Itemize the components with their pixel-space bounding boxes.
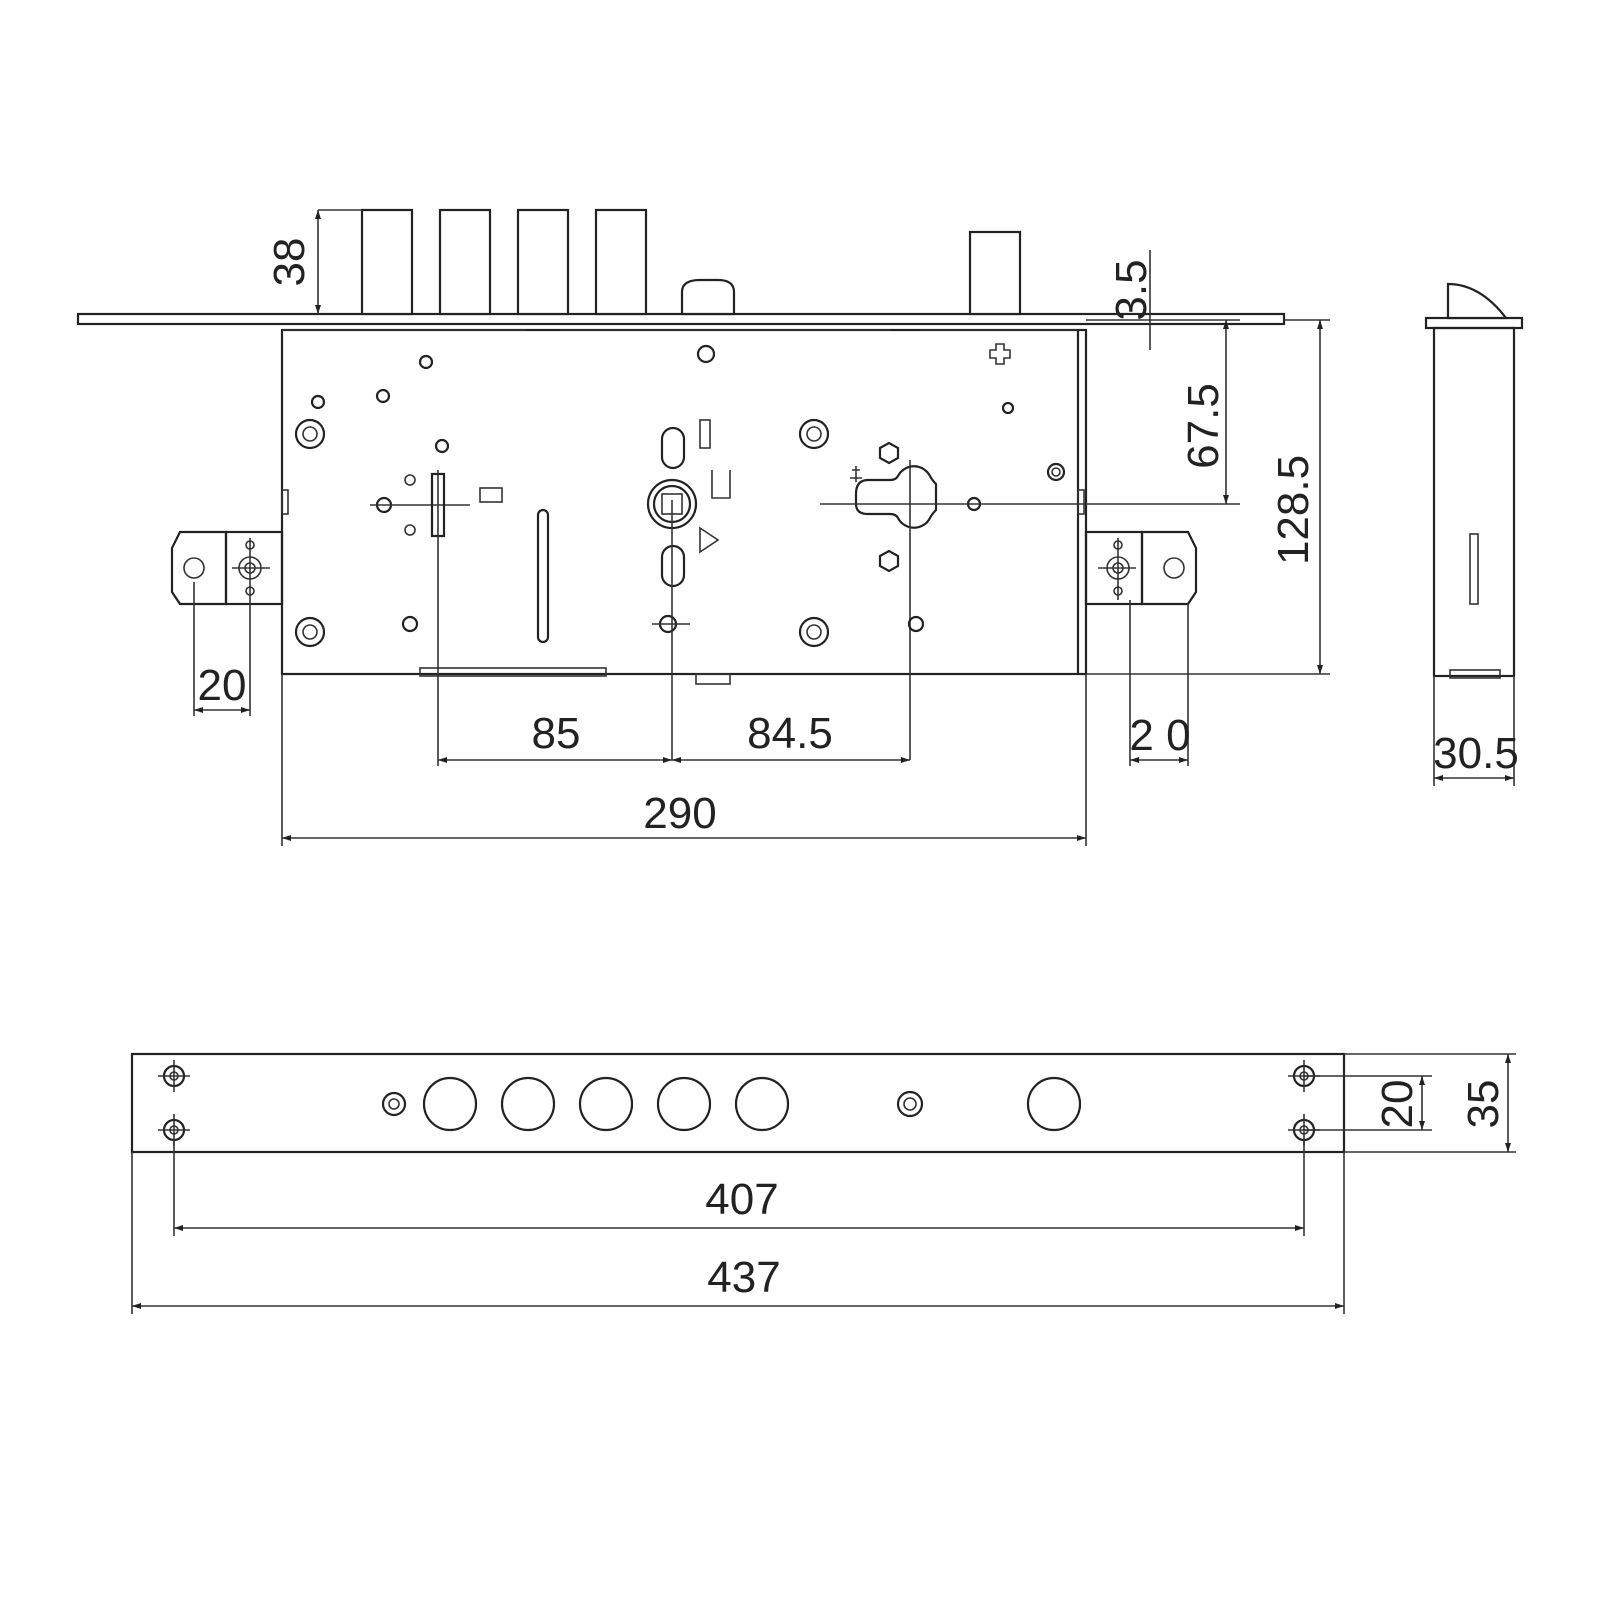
dim-spindle-to-edge: 67.5 [960,319,1240,505]
dim-407-label: 407 [705,1175,778,1224]
faceplate-view: 20 35 407 437 [130,1052,1516,1314]
dim-20-vertical-label: 20 [1373,1080,1422,1129]
dim-84-5-label: 84.5 [747,709,833,758]
dim-38-label: 38 [265,238,314,287]
bolts [360,208,1022,316]
dim-bolt-projection: 38 [265,209,362,314]
right-tab [1084,530,1198,606]
dim-left-20-label: 20 [198,661,247,710]
dim-faceplate-thickness: 3.5 [1107,250,1156,350]
side-view: 30.5 [1424,282,1524,786]
faceplate-holes [158,1060,1320,1146]
dim-35-label: 35 [1459,1080,1508,1129]
faceplate [130,1052,1346,1154]
case-details [294,343,1066,760]
dim-85-label: 85 [532,709,581,758]
dim-right-20-label: 2 0 [1129,711,1190,760]
front-view: 38 3.5 67.5 128.5 20 [76,208,1330,846]
dim-left-tab: 20 [193,582,251,716]
dim-290-label: 290 [643,789,716,838]
faceplate-strip [76,312,1286,326]
dim-3-5-label: 3.5 [1107,259,1156,320]
dim-437-label: 437 [707,1253,780,1302]
left-tab [170,530,284,606]
dim-30-5-label: 30.5 [1433,729,1519,778]
dim-case-length: 290 [281,674,1087,846]
dim-axes: 85 84.5 [437,540,910,766]
latch [680,278,736,316]
dim-right-tab: 2 0 [1129,600,1191,766]
dim-case-height: 128.5 [1086,319,1330,675]
dim-67-5-label: 67.5 [1179,383,1228,469]
dim-128-5-label: 128.5 [1269,455,1318,565]
